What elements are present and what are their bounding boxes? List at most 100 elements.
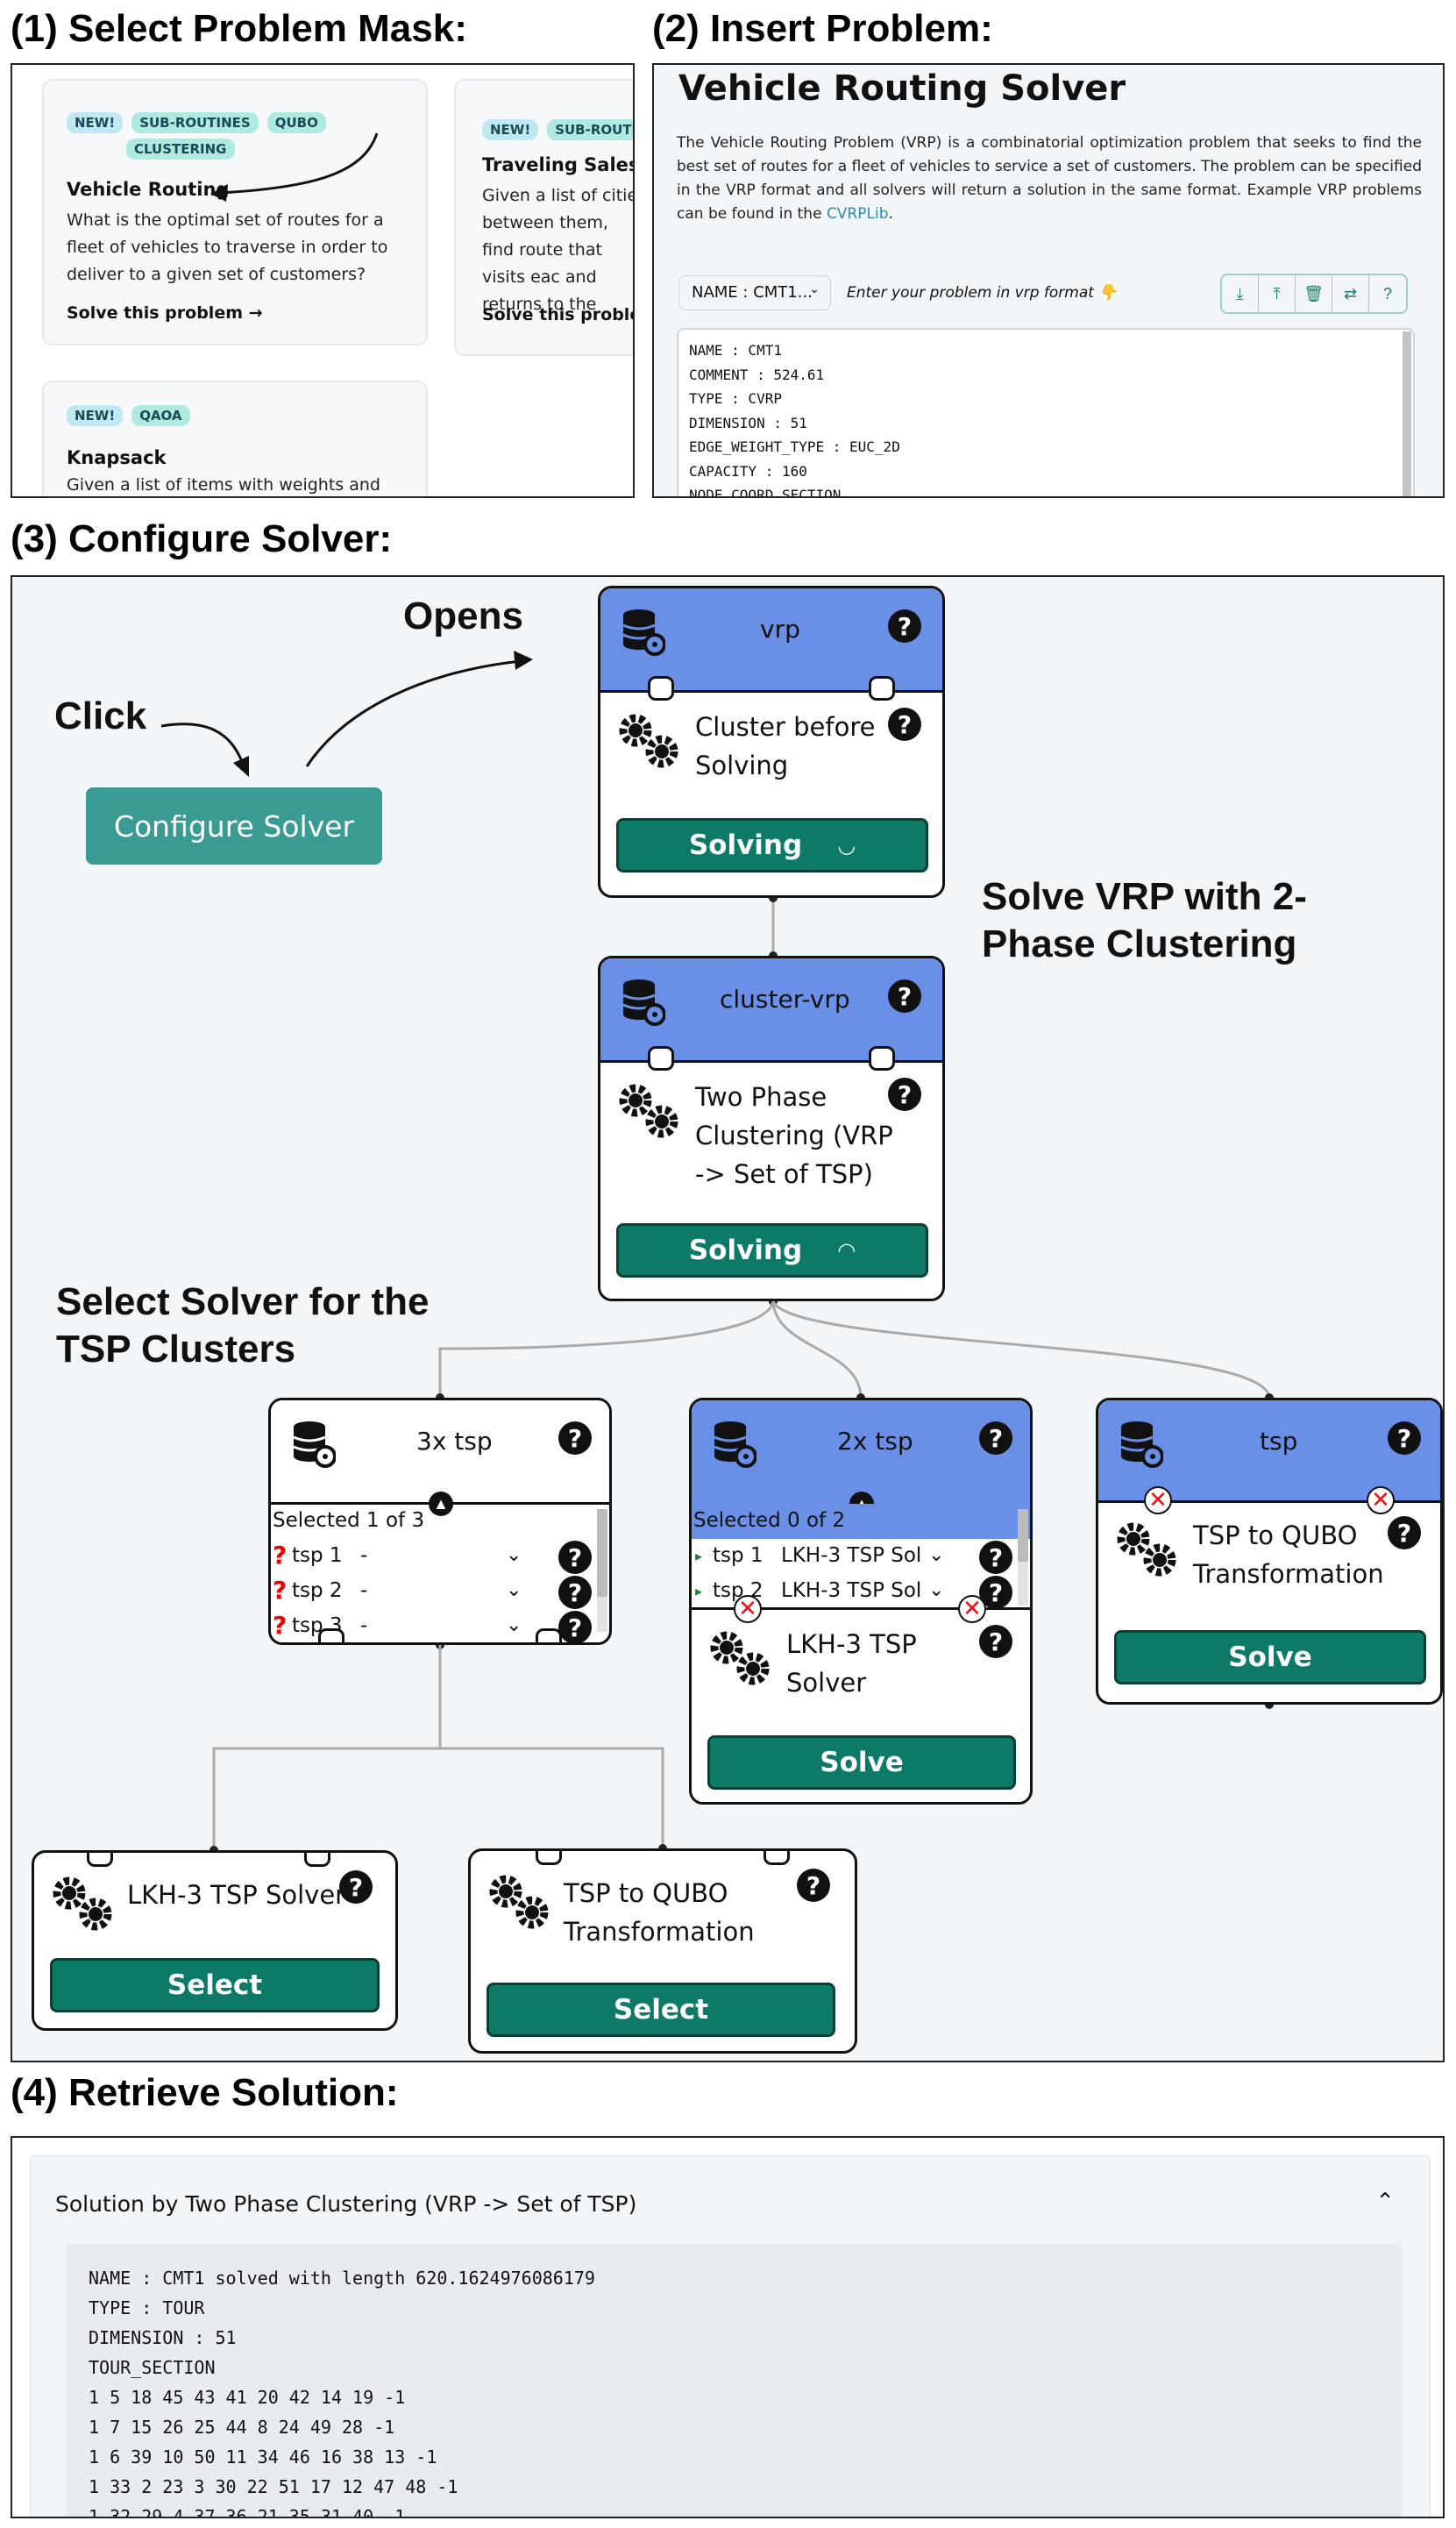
chevron-down-icon[interactable]: ⌄: [928, 1579, 945, 1601]
example-problem-select[interactable]: NAME : CMT1... ⌄: [678, 275, 831, 310]
list-scrollbar[interactable]: [1018, 1509, 1028, 1606]
download-icon[interactable]: ⤓: [1222, 275, 1259, 312]
help-icon[interactable]: ?: [888, 979, 921, 1013]
input-port[interactable]: [536, 1851, 562, 1865]
help-icon[interactable]: ?: [797, 1869, 830, 1902]
select-button[interactable]: Select: [487, 1983, 835, 2037]
database-gear-icon: [1120, 1421, 1163, 1468]
input-port[interactable]: [648, 1046, 674, 1071]
collapse-icon[interactable]: ▲: [429, 1492, 453, 1516]
input-port[interactable]: [304, 1853, 330, 1867]
chevron-down-icon[interactable]: ⌄: [506, 1544, 522, 1566]
tsp-select-row[interactable]: ?tsp 2-⌄?: [271, 1574, 609, 1609]
help-icon[interactable]: ?: [558, 1421, 592, 1455]
badge-clustering: CLUSTERING: [126, 139, 235, 160]
trash-icon[interactable]: 🗑: [1296, 275, 1332, 312]
input-port[interactable]: [869, 1046, 895, 1071]
solution-line: 1 5 18 45 43 41 20 42 14 19 -1: [89, 2387, 406, 2408]
input-port[interactable]: [87, 1853, 113, 1867]
remove-port-icon[interactable]: ✕: [1367, 1486, 1395, 1514]
problem-card-traveling-salesperson[interactable]: NEW! SUB-ROUTI Traveling Salespers Given…: [454, 79, 635, 356]
tsp-node[interactable]: tsp ? ✕ ✕ TSP to QUBO Transformation ? S…: [1096, 1398, 1443, 1705]
opens-annotation: Opens: [403, 595, 523, 637]
section-title-retrieve-solution: (4) Retrieve Solution:: [11, 2071, 399, 2114]
spinner-icon: ◠: [837, 1238, 856, 1263]
problem-input-line: EDGE_WEIGHT_TYPE : EUC_2D: [689, 438, 900, 455]
output-port[interactable]: [318, 1628, 344, 1642]
output-port[interactable]: [536, 1628, 562, 1642]
cluster-vrp-node[interactable]: cluster-vrp ? Two Phase Clustering (VRP …: [598, 956, 945, 1301]
help-icon[interactable]: ?: [558, 1541, 592, 1574]
help-icon[interactable]: ?: [339, 1870, 373, 1904]
problem-card-title: Knapsack: [67, 447, 167, 468]
help-icon[interactable]: ?: [558, 1576, 592, 1609]
select-button[interactable]: Select: [50, 1958, 380, 2012]
input-port[interactable]: [648, 676, 674, 701]
problem-card-vehicle-routing[interactable]: NEW! SUB-ROUTINES QUBO CLUSTERING Vehicl…: [42, 79, 428, 345]
swap-icon[interactable]: ⇄: [1332, 275, 1369, 312]
node-name: 3x tsp: [416, 1427, 493, 1456]
remove-port-icon[interactable]: ✕: [1144, 1486, 1172, 1514]
input-port[interactable]: [764, 1851, 790, 1865]
solution-header[interactable]: Solution by Two Phase Clustering (VRP ->…: [55, 2191, 637, 2217]
badge-new: NEW!: [482, 119, 539, 140]
tsp-3x-node[interactable]: 3x tsp ? ▲ Selected 1 of 3 ?tsp 1-⌄? ?ts…: [268, 1398, 612, 1645]
lkh3-solver-option[interactable]: LKH-3 TSP Solver ? Select: [32, 1850, 398, 2031]
help-icon[interactable]: ?: [979, 1625, 1012, 1658]
chevron-down-icon[interactable]: ⌄: [506, 1579, 522, 1601]
help-icon[interactable]: ?: [558, 1611, 592, 1642]
section-title-select-mask: (1) Select Problem Mask:: [11, 7, 467, 50]
remove-port-icon[interactable]: ✕: [958, 1595, 986, 1623]
help-icon[interactable]: ?: [979, 1421, 1012, 1455]
badge-new: NEW!: [67, 405, 124, 426]
help-icon[interactable]: ?: [1388, 1516, 1421, 1549]
problem-card-description: Given a list of citie between them, find…: [482, 186, 635, 314]
help-icon[interactable]: ?: [888, 708, 921, 741]
problem-input-line: NAME : CMT1: [689, 342, 782, 359]
chevron-up-icon[interactable]: ⌃: [1375, 2188, 1395, 2214]
help-icon[interactable]: ?: [1382, 284, 1392, 303]
solving-button[interactable]: Solving◠: [616, 1223, 928, 1278]
solution-panel: Solution by Two Phase Clustering (VRP ->…: [11, 2136, 1445, 2518]
editor-toolbar: ⤓ ⤒ 🗑 ⇄ ?: [1220, 274, 1408, 314]
tsp-to-qubo-option[interactable]: TSP to QUBO Transformation ? Select: [468, 1848, 857, 2054]
problem-card-knapsack[interactable]: NEW! QAOA Knapsack Given a list of items…: [42, 381, 428, 496]
problem-card-description: Given a list of items with weights and: [67, 475, 380, 495]
input-port[interactable]: [869, 676, 895, 701]
solution-line: TYPE : TOUR: [89, 2297, 205, 2318]
upload-icon[interactable]: ⤒: [1259, 275, 1296, 312]
cvrplib-link[interactable]: CVRPLib: [826, 205, 889, 223]
vrp-node[interactable]: vrp ? Cluster before Solving ? Solving◡: [598, 586, 945, 898]
solution-line: NAME : CMT1 solved with length 620.16249…: [89, 2268, 595, 2289]
solve-problem-link[interactable]: Solve this problem: [482, 305, 633, 324]
help-icon[interactable]: ?: [979, 1541, 1012, 1574]
chevron-down-icon[interactable]: ⌄: [506, 1614, 522, 1636]
solve-button[interactable]: Solve: [707, 1735, 1016, 1790]
section-title-configure-solver: (3) Configure Solver:: [11, 517, 393, 560]
database-gear-icon: [622, 609, 665, 656]
tsp-select-row[interactable]: ?tsp 1-⌄?: [271, 1539, 609, 1574]
solution-accordion[interactable]: Solution by Two Phase Clustering (VRP ->…: [30, 2155, 1431, 2517]
gears-icon: [710, 1631, 770, 1685]
editor-scrollbar[interactable]: [1403, 331, 1411, 496]
problem-input-line: TYPE : CVRP: [689, 390, 782, 407]
badge-sub-routines: SUB-ROUTINES: [131, 112, 259, 133]
list-scrollbar[interactable]: [597, 1509, 607, 1632]
remove-port-icon[interactable]: ✕: [734, 1595, 762, 1623]
click-annotation: Click: [54, 694, 147, 737]
solve-problem-link[interactable]: Solve this problem →: [67, 303, 263, 323]
chevron-down-icon[interactable]: ⌄: [928, 1544, 945, 1566]
solving-button[interactable]: Solving◡: [616, 818, 928, 872]
solution-line: DIMENSION : 51: [89, 2327, 237, 2348]
help-icon[interactable]: ?: [1388, 1421, 1421, 1455]
problem-card-description: What is the optimal set of routes for a …: [67, 210, 388, 284]
problem-input-line: COMMENT : 524.61: [689, 366, 825, 383]
configure-solver-button[interactable]: Configure Solver: [86, 787, 382, 865]
help-icon[interactable]: ?: [888, 1078, 921, 1111]
problem-card-title: Vehicle Routing: [67, 179, 230, 200]
help-icon[interactable]: ?: [888, 609, 921, 643]
solve-button[interactable]: Solve: [1114, 1630, 1426, 1684]
